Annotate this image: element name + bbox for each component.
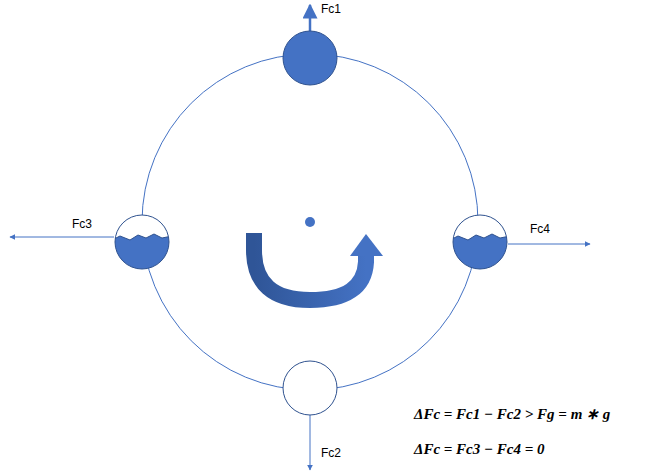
force-label: Fc1	[321, 2, 341, 16]
rotation-arrow	[254, 233, 383, 300]
equation: ΔFc = Fc1 − Fc2 > Fg = m ∗ g	[414, 405, 610, 423]
half-cup	[112, 215, 172, 275]
force-arrow	[508, 244, 590, 245]
force-arrow	[309, 5, 312, 31]
empty-cup	[283, 361, 337, 415]
force-label: Fc4	[530, 222, 550, 236]
half-cup	[450, 215, 510, 275]
force-arrow	[10, 237, 114, 238]
force-arrow	[310, 415, 311, 470]
orbit-circle	[142, 54, 478, 390]
equation: ΔFc = Fc3 − Fc4 = 0	[414, 440, 545, 458]
force-label: Fc3	[72, 217, 92, 231]
full-cup	[283, 31, 337, 85]
pivot-dot	[305, 217, 315, 227]
force-label: Fc2	[321, 446, 341, 460]
